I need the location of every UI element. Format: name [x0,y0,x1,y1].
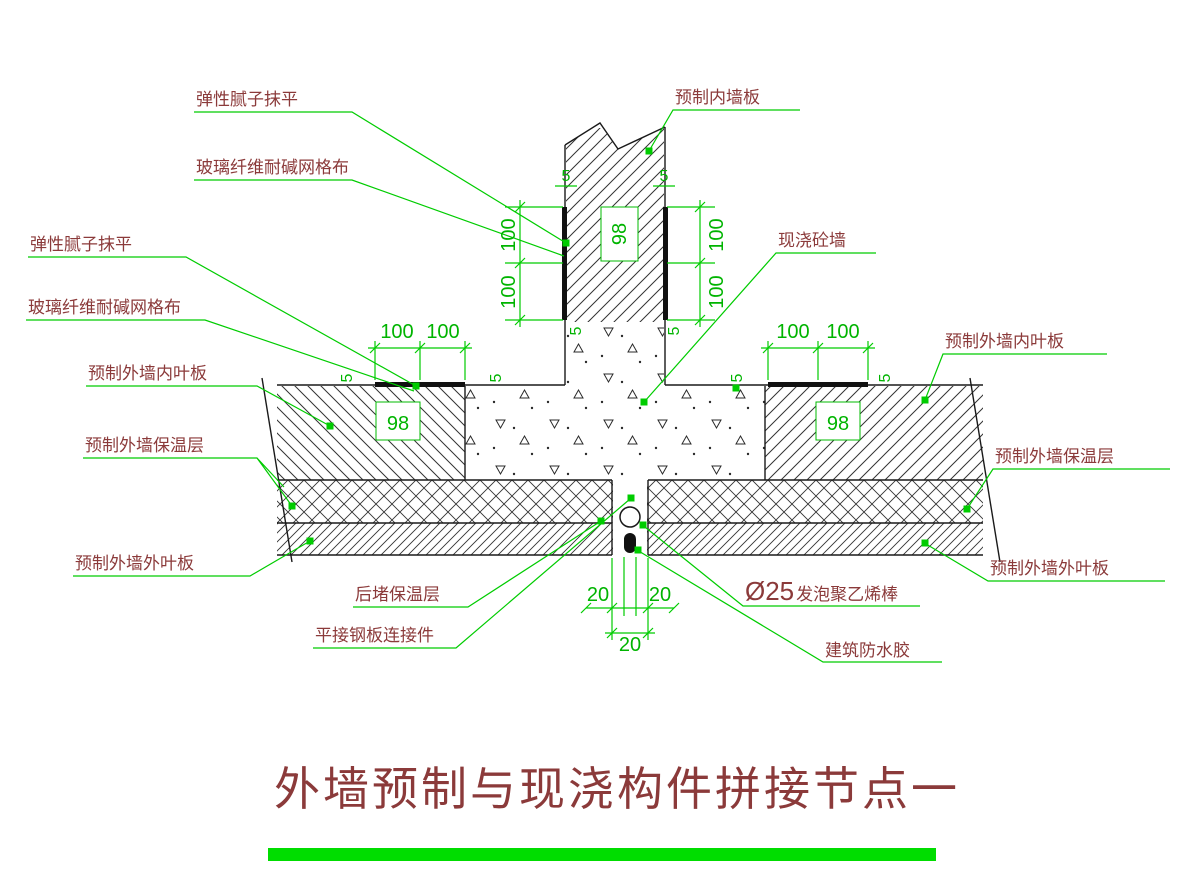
dim-100: 100 [498,218,520,251]
leader-mesh-left [26,319,415,392]
dim-5: 5 [339,373,356,382]
leader-dot [640,398,648,406]
leader-dot [288,502,296,510]
inner-leaf-left-hatch [277,386,465,480]
leader-putty-top [194,111,567,244]
label-outer-leaf-right: 预制外墙外叶板 [990,559,1109,578]
leader-outer-leaf-right [925,543,1165,582]
dim-100: 100 [776,321,809,343]
break-line-right [969,377,1001,563]
leader-cast-wall [644,252,876,402]
dim-box-left-panel [375,401,421,441]
dim-100: 100 [826,321,859,343]
label-mesh-top: 玻璃纤维耐碱网格布 [196,158,349,177]
leader-dot [412,382,420,390]
leader-pe-rod [639,522,920,607]
label-cast-in-place-wall: 现浇砼墙 [778,231,846,250]
label-putty-top: 弹性腻子抹平 [196,90,298,109]
break-line-top [564,122,666,150]
dim-20: 20 [649,584,671,606]
leader-sealant [636,549,942,663]
foam-backer-rod [619,506,641,528]
dim-100: 100 [498,275,520,308]
leader-dot [639,521,647,529]
leader-dot [634,546,642,554]
label-insulation-right: 预制外墙保温层 [995,447,1114,466]
leader-dot [597,517,605,525]
annotation-labels: 弹性腻子抹平 玻璃纤维耐碱网格布 弹性腻子抹平 玻璃纤维耐碱网格布 预制外墙内叶… [28,88,1114,660]
leader-dot [326,422,334,430]
dim-5: 5 [568,326,585,335]
leader-dots [288,147,971,554]
leader-insulation-right [966,468,1170,510]
dim-98-left-panel: 98 [387,413,409,435]
leader-dot [963,505,971,513]
leader-outer-leaf-left [73,540,311,577]
dim-98-column: 98 [609,223,631,245]
label-sealant: 建筑防水胶 [825,641,910,660]
leader-dot [627,494,635,502]
dim-5: 5 [877,373,894,382]
leader-inner-leaf-left [86,385,331,427]
leader-lines [26,109,1170,663]
dim-5: 5 [562,168,571,185]
leader-insulation-left [83,457,293,507]
title-underline-bar [268,848,936,861]
label-interior-panel: 预制内墙板 [675,88,760,107]
dim-20-joint: 20 [619,634,641,656]
dim-100: 100 [706,218,728,251]
leader-dot [306,537,314,545]
sealant-bead [624,533,636,553]
drawing-title: 外墙预制与现浇构件拼接节点一 [274,763,960,815]
label-post-insulation: 后堵保温层 [355,585,440,604]
leader-dot [645,147,653,155]
label-steel-connector: 平接钢板连接件 [315,626,434,645]
leader-dot [562,239,570,247]
leader-dot [921,396,929,404]
label-inner-leaf-right: 预制外墙内叶板 [945,332,1064,351]
label-insulation-left: 预制外墙保温层 [85,436,204,455]
inner-leaf-right-hatch [765,386,983,480]
leader-interior-panel [648,109,800,152]
label-inner-leaf-left: 预制外墙内叶板 [88,364,207,383]
dim-98-right-panel: 98 [827,413,849,435]
dimension-texts: 100 100 100 100 98 100 100 100 100 98 98… [339,168,894,656]
dim-box-right-panel [815,401,861,441]
dim-5: 5 [666,326,683,335]
dimension-lines [368,185,875,640]
dim-5: 5 [660,168,669,185]
label-putty-left: 弹性腻子抹平 [30,235,132,254]
dim-100: 100 [426,321,459,343]
leader-dot [732,384,740,392]
dim-5: 5 [488,373,505,382]
label-mesh-left: 玻璃纤维耐碱网格布 [28,298,181,317]
panel-edge-bars [375,207,868,387]
wall-section [261,106,1001,563]
leader-inner-leaf-right [924,353,1107,401]
dim-20: 20 [587,584,609,606]
leader-putty-left [28,256,417,387]
leader-dot [921,539,929,547]
dim-5: 5 [729,373,746,382]
label-outer-leaf-left: 预制外墙外叶板 [75,554,194,573]
leader-steel-connector [313,498,631,649]
break-line-left [261,377,293,563]
dim-100: 100 [706,275,728,308]
title-block: 外墙预制与现浇构件拼接节点一 [268,763,960,861]
dim-box-column [600,206,639,262]
leader-post-insulation [353,520,602,608]
dim-100: 100 [380,321,413,343]
leader-mesh-top [194,179,565,257]
cast-in-place-concrete-zone [465,322,765,480]
